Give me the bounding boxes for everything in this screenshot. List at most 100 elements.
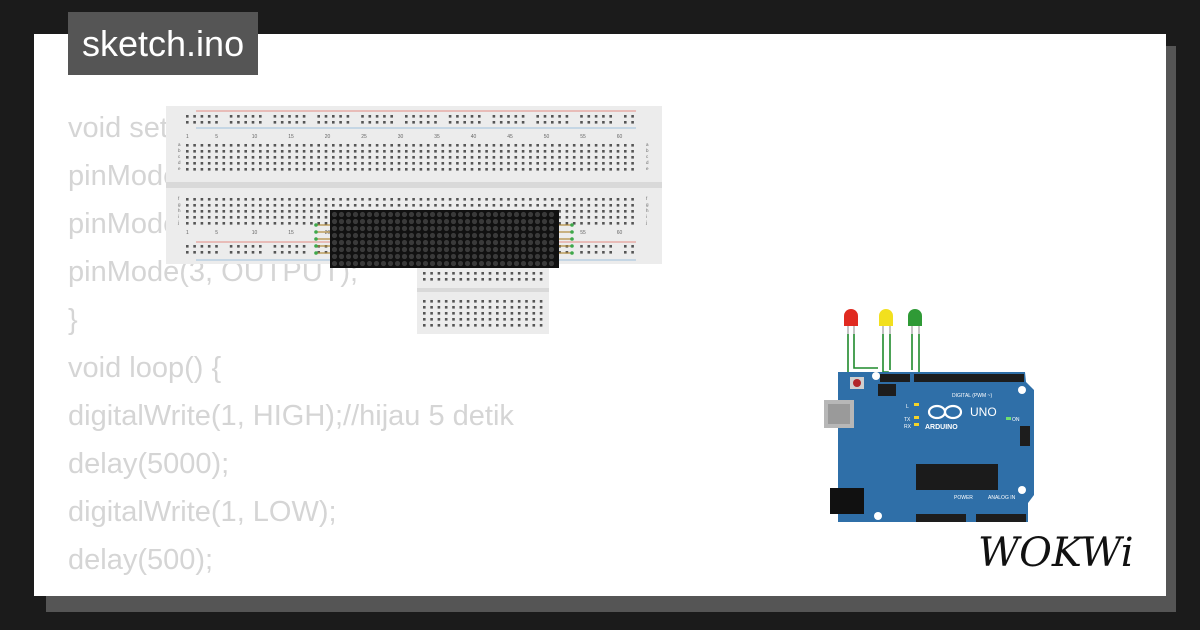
breadboard-hole [397, 198, 401, 201]
breadboard-hole [631, 168, 634, 171]
breadboard-hole [441, 168, 445, 171]
breadboard-hole [251, 204, 255, 207]
arduino-uno-board[interactable]: UNO ARDUINO DIGITAL (PWM ~) ANALOG IN PO… [820, 300, 1040, 530]
breadboard-hole [441, 162, 445, 165]
breadboard-hole [551, 144, 554, 147]
matrix-led [513, 246, 520, 253]
mini-breadboard-hole [466, 312, 470, 315]
row-letter: e [178, 166, 181, 171]
matrix-led [499, 239, 506, 246]
mini-breadboard-hole [474, 306, 477, 309]
mini-breadboard-hole [437, 278, 441, 281]
breadboard-hole [310, 162, 313, 165]
breadboard-hole [339, 156, 342, 159]
breadboard-hole [602, 162, 605, 165]
reset-button-cap[interactable] [853, 379, 861, 387]
mini-breadboard[interactable] [417, 264, 549, 334]
breadboard-hole [470, 144, 474, 147]
wokwi-logo[interactable]: WOKWi [978, 528, 1150, 576]
mini-breadboard-hole [510, 324, 514, 327]
breadboard-hole [346, 156, 350, 159]
breadboard-hole [383, 121, 386, 124]
matrix-led [464, 211, 471, 218]
breadboard-hole [587, 121, 591, 124]
breadboard-hole [478, 150, 481, 153]
matrix-led [345, 260, 352, 267]
breadboard-hole [587, 204, 591, 207]
breadboard-hole [302, 121, 306, 124]
breadboard-hole [361, 204, 364, 207]
breadboard-hole [441, 198, 445, 201]
matrix-led [513, 232, 520, 239]
breadboard-hole [405, 168, 408, 171]
breadboard-hole [368, 162, 372, 165]
matrix-led [464, 232, 471, 239]
breadboard-hole [280, 144, 284, 147]
breadboard-hole [565, 168, 569, 171]
led-red-dome [844, 309, 858, 326]
mini-breadboard-hole [488, 272, 492, 275]
breadboard-hole [288, 115, 291, 118]
matrix-led [457, 246, 464, 253]
mini-breadboard-hole [430, 312, 433, 315]
column-number: 5 [215, 230, 218, 236]
breadboard-hole [251, 162, 255, 165]
matrix-led [450, 211, 457, 218]
led-matrix-dots [331, 211, 555, 267]
rx-led [914, 423, 919, 426]
led-matrix-display[interactable] [313, 210, 575, 268]
led-yellow[interactable] [879, 309, 893, 334]
led-green[interactable] [908, 309, 922, 334]
matrix-led [541, 253, 548, 260]
breadboard-hole [302, 162, 306, 165]
matrix-led [352, 246, 359, 253]
matrix-led [548, 232, 555, 239]
breadboard-hole [302, 245, 306, 248]
breadboard-hole [587, 222, 591, 225]
matrix-led [478, 232, 485, 239]
breadboard-hole [419, 198, 423, 201]
matrix-led [345, 239, 352, 246]
breadboard-hole [529, 144, 532, 147]
breadboard-hole [288, 204, 291, 207]
breadboard-hole [463, 168, 466, 171]
matrix-led [401, 211, 408, 218]
breadboard-hole [448, 121, 452, 124]
mini-breadboard-hole [510, 272, 514, 275]
mini-breadboard-hole [525, 278, 528, 281]
breadboard-hole [536, 150, 539, 153]
breadboard-hole [207, 162, 211, 165]
breadboard-hole [624, 144, 627, 147]
breadboard-hole [280, 115, 284, 118]
matrix-led [366, 253, 373, 260]
matrix-led [450, 225, 457, 232]
matrix-led [408, 225, 415, 232]
breadboard-hole [200, 210, 204, 213]
mini-breadboard-hole [459, 312, 463, 315]
matrix-led [387, 246, 394, 253]
row-letter: f [646, 196, 648, 201]
breadboard-hole [324, 198, 328, 201]
led-red[interactable] [844, 309, 858, 334]
breadboard-hole [317, 150, 320, 153]
column-number: 20 [325, 230, 331, 236]
sketch-filename-tab[interactable]: sketch.ino [68, 12, 259, 75]
breadboard-hole [193, 144, 196, 147]
matrix-led [499, 218, 506, 225]
breadboard-hole [499, 204, 503, 207]
mini-breadboard-hole [539, 272, 543, 275]
breadboard-hole [631, 245, 634, 248]
mini-breadboard-hole [525, 318, 528, 321]
matrix-led [345, 232, 352, 239]
breadboard-hole [507, 156, 510, 159]
breadboard-hole [244, 168, 247, 171]
breadboard-hole [368, 121, 372, 124]
breadboard-hole [448, 204, 452, 207]
matrix-led [380, 260, 387, 267]
breadboard-hole [193, 251, 196, 254]
breadboard-hole [375, 162, 379, 165]
breadboard-hole [624, 245, 627, 248]
breadboard-hole [580, 245, 583, 248]
matrix-led [429, 260, 436, 267]
mini-breadboard-hole [496, 318, 499, 321]
